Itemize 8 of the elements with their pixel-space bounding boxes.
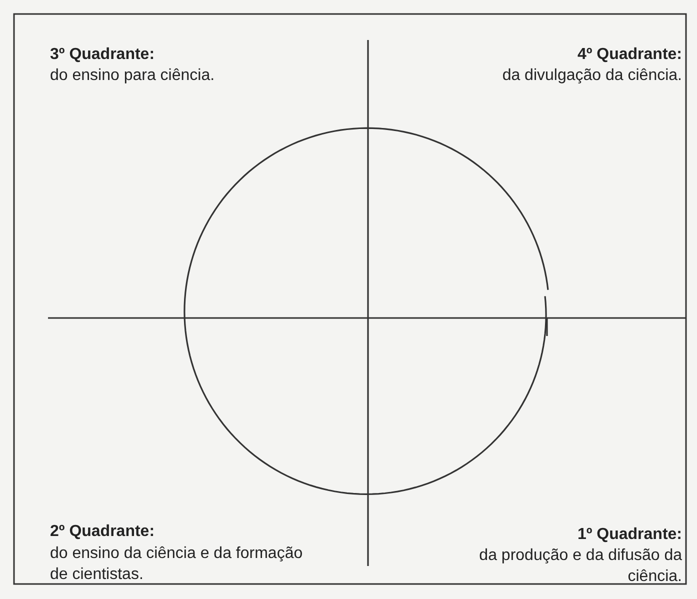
quadrant-description: do ensino da ciência e da formação de cientistas. bbox=[50, 544, 304, 585]
quadrant-description: da divulgação da ciência. bbox=[501, 66, 682, 86]
quadrant-description: da produção e da difusão da ciência. bbox=[478, 546, 682, 587]
quadrant-heading: 1º Quadrante: bbox=[576, 525, 682, 545]
quadrant-heading: 2º Quadrante: bbox=[50, 522, 156, 542]
quadrant-heading: 4º Quadrante: bbox=[576, 45, 682, 65]
quadrant-heading: 3º Quadrante: bbox=[50, 45, 156, 65]
quadrant-description: do ensino para ciência. bbox=[50, 66, 216, 86]
